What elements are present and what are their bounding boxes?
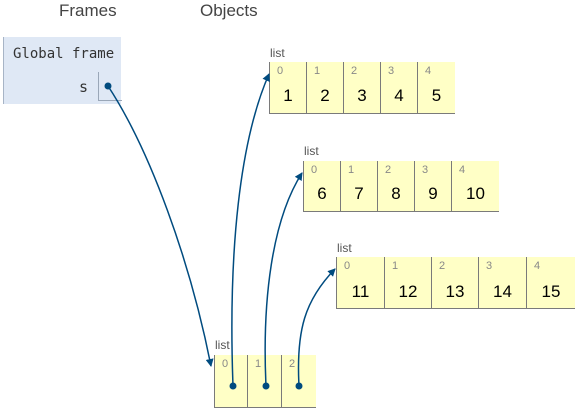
- cell-index: 4: [459, 164, 466, 176]
- cell-index: 1: [314, 65, 321, 77]
- cell-index: 4: [534, 260, 541, 272]
- variable-name-s: s: [79, 78, 89, 96]
- cell-value: 3: [357, 86, 367, 105]
- cell-value: 6: [317, 184, 327, 203]
- cell-index: 2: [439, 260, 446, 272]
- cell-value: 4: [394, 86, 404, 105]
- pointer-origin-dot: [229, 382, 237, 390]
- cell-index: 1: [348, 164, 355, 176]
- cell-value: 10: [466, 184, 485, 203]
- cell-index: 0: [311, 164, 318, 176]
- cell-value: 15: [541, 282, 561, 301]
- list-cell: 0: [215, 355, 248, 407]
- cell-value: 5: [431, 86, 442, 105]
- pointer-origin-dot: [295, 382, 303, 390]
- list-type-label: list: [270, 46, 285, 60]
- cell-index: 3: [486, 260, 493, 272]
- global-frame-title: Global frame: [13, 46, 115, 62]
- pointer-2-to-list-11-to-15: [297, 268, 336, 387]
- list-cell: 1 12: [385, 257, 432, 308]
- cell-value: 9: [428, 184, 438, 203]
- cell-index: 1: [255, 358, 262, 370]
- list-cell: 2: [282, 355, 316, 407]
- cell-value: 12: [398, 282, 418, 301]
- list-type-label: list: [304, 144, 319, 158]
- cell-index: 0: [344, 260, 351, 272]
- cell-index: 0: [277, 65, 284, 77]
- cell-index: 2: [351, 65, 358, 77]
- cell-index: 3: [388, 65, 395, 77]
- cell-index: 1: [392, 260, 399, 272]
- frames-heading: Frames: [59, 1, 117, 20]
- global-frame: Global frame s: [3, 37, 122, 104]
- pointer-origin-dot: [262, 382, 270, 390]
- cell-value: 2: [320, 86, 330, 105]
- list-type-label: list: [337, 241, 352, 255]
- cell-index: 0: [222, 358, 229, 370]
- variable-pointer-cell: [98, 72, 122, 101]
- list-cell: 2 13: [432, 257, 479, 308]
- cell-value: 7: [354, 184, 364, 203]
- objects-heading: Objects: [200, 1, 258, 20]
- cell-value: 8: [391, 184, 401, 203]
- list-cell: 1: [248, 355, 282, 407]
- cell-index: 2: [289, 358, 296, 370]
- list-type-label: list: [215, 338, 230, 352]
- cell-index: 2: [385, 164, 392, 176]
- pointer-1-to-list-6-to-10: [264, 172, 303, 387]
- cell-index: 3: [422, 164, 429, 176]
- cell-value: 1: [283, 86, 293, 105]
- cell-index: 4: [425, 65, 432, 77]
- pointer-s-to-outer-list: [107, 85, 214, 367]
- cell-value: 13: [445, 282, 465, 301]
- pointer-origin-dot: [104, 82, 112, 90]
- cell-value: 14: [493, 282, 512, 301]
- pointer-0-to-list-1-to-5: [231, 73, 270, 387]
- cell-value: 11: [351, 282, 370, 301]
